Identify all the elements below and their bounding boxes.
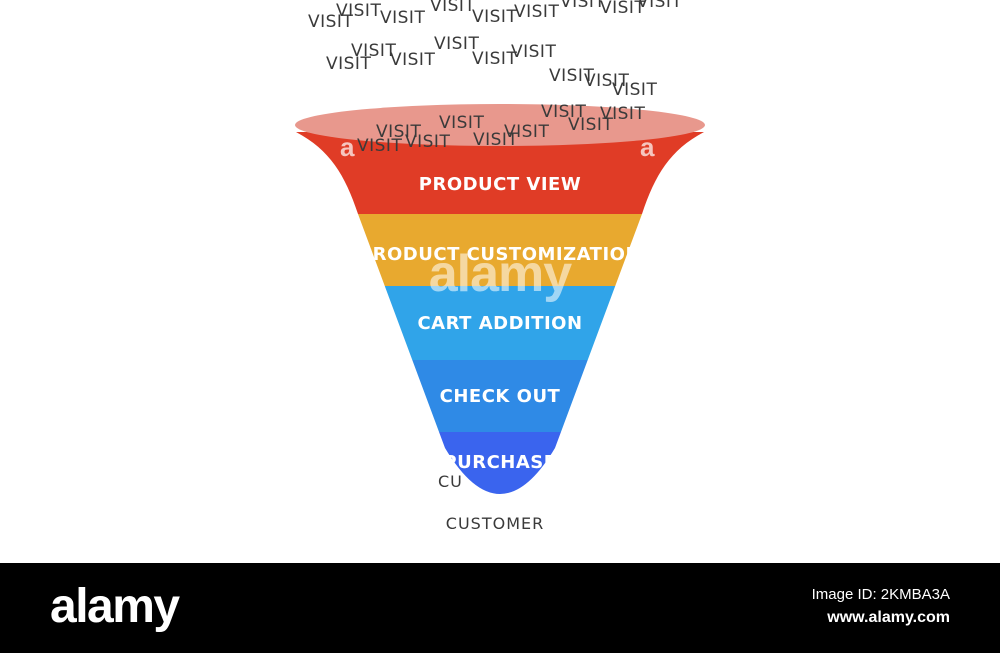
visit-word: VISIT <box>439 113 485 133</box>
visit-word: VISIT <box>600 104 646 124</box>
visit-word: VISIT <box>326 54 372 74</box>
stage-label-purchase: PURCHASE <box>443 452 557 473</box>
visit-word: VISIT <box>637 0 683 12</box>
visit-word: VISIT <box>560 0 606 12</box>
visit-word: VISIT <box>504 122 550 142</box>
stage-label-check-out: CHECK OUT <box>439 386 561 407</box>
alamy-logo: alamy <box>50 580 180 633</box>
stage-label-product-customization: PRODUCT CUSTOMIZATION <box>358 244 642 265</box>
visit-word: VISIT <box>336 1 382 21</box>
visit-word: VISIT <box>380 8 426 28</box>
visit-word: VISIT <box>357 136 403 156</box>
visit-word: VISIT <box>568 115 614 135</box>
visit-word: VISIT <box>473 130 519 150</box>
visit-word: VISIT <box>511 42 557 62</box>
customer-label: CUSTOMER <box>445 514 545 533</box>
visit-word: VISIT <box>600 0 646 18</box>
funnel-graphic <box>295 104 705 494</box>
visit-word: VISIT <box>390 50 436 70</box>
customer-partial-label: CU <box>438 472 463 491</box>
image-id-text: Image ID: 2KMBA3A <box>811 586 950 603</box>
visit-word: VISIT <box>351 41 397 61</box>
band-purchase <box>296 432 704 494</box>
visit-word: VISIT <box>612 80 658 100</box>
visit-word: VISIT <box>472 7 518 27</box>
rim-watermark-right: a <box>640 132 655 162</box>
footer-bar: alamy Image ID: 2KMBA3A www.alamy.com <box>0 563 1000 653</box>
visit-word: VISIT <box>472 49 518 69</box>
funnel-rim <box>295 104 705 146</box>
visit-word: VISIT <box>434 34 480 54</box>
alamy-watermark: alamy <box>428 245 572 303</box>
visit-word: VISIT <box>541 102 587 122</box>
visit-word: VISIT <box>584 71 630 91</box>
stage-label-product-view: PRODUCT VIEW <box>418 174 582 195</box>
visit-word: VISIT <box>376 122 422 142</box>
visit-word: VISIT <box>430 0 476 16</box>
visit-word: VISIT <box>549 66 595 86</box>
site-url-link[interactable]: www.alamy.com <box>827 609 950 626</box>
visit-word: VISIT <box>308 12 354 32</box>
stage-label-cart-addition: CART ADDITION <box>417 313 583 334</box>
visit-word: VISIT <box>514 2 560 22</box>
rim-watermark-left: a <box>340 132 355 162</box>
visit-word: VISIT <box>405 132 451 152</box>
